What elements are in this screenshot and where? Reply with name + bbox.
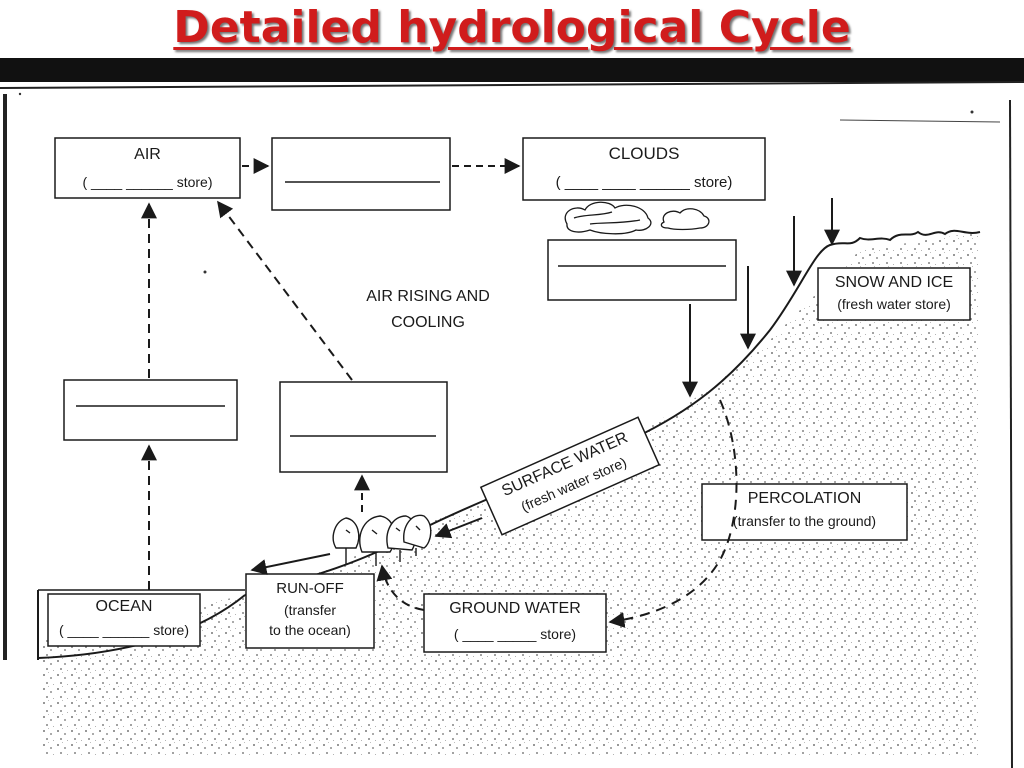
- ocean-store: ( ____ ______ store): [59, 622, 189, 638]
- percolation-title: PERCOLATION: [747, 490, 862, 507]
- ocean-title: OCEAN: [95, 598, 153, 615]
- air-rising-label-1: AIR RISING AND: [366, 288, 490, 305]
- flow-arrows: [141, 158, 840, 628]
- scan-specks: [18, 92, 974, 274]
- clouds-store: ( ____ ____ ______ store): [555, 174, 733, 191]
- air-store: ( ____ ______ store): [82, 174, 213, 190]
- snow-title: SNOW AND ICE: [834, 274, 954, 291]
- blank-box-transp: [279, 381, 448, 473]
- runoff-label-3: to the ocean): [269, 622, 351, 638]
- clouds-title: CLOUDS: [608, 144, 680, 163]
- scan-edge-band: [0, 58, 1024, 82]
- percolation-sub: (transfer to the ground): [732, 513, 877, 529]
- clouds-box: [522, 137, 766, 201]
- ground-water-store: ( ____ _____ store): [453, 626, 577, 642]
- ground-surface-line: [244, 229, 981, 596]
- runoff-label-2: (transfer: [283, 602, 337, 618]
- runoff-label-1: RUN-OFF: [276, 580, 344, 597]
- runoff-box: [245, 573, 375, 649]
- blank-box-top: [271, 137, 451, 211]
- blank-box-precip: [547, 239, 737, 301]
- arrow-to-runoff: [250, 553, 331, 575]
- page-frame: [0, 81, 1024, 768]
- cloud-shapes: [564, 201, 710, 235]
- snow-ice-box: [817, 267, 971, 321]
- ocean-box: [47, 593, 201, 647]
- slide-title: Detailed hydrological Cycle: [173, 2, 851, 53]
- air-rising-label-2: COOLING: [391, 314, 465, 331]
- air-title: AIR: [134, 146, 161, 163]
- trees: [332, 514, 432, 566]
- ground-water-title: GROUND WATER: [449, 600, 581, 617]
- arrow-groundwater-to-runoff: [376, 564, 425, 611]
- arrow-surface-to-trees: [434, 517, 483, 539]
- ground-water-box: [423, 593, 607, 653]
- snow-sub: (fresh water store): [837, 296, 951, 312]
- air-box: [54, 137, 241, 199]
- blank-box-evap: [63, 379, 238, 441]
- percolation-box: [701, 483, 908, 541]
- surface-water-box: [479, 416, 661, 536]
- arrow-rising-to-air: [217, 200, 353, 381]
- arrow-percolation: [608, 399, 738, 628]
